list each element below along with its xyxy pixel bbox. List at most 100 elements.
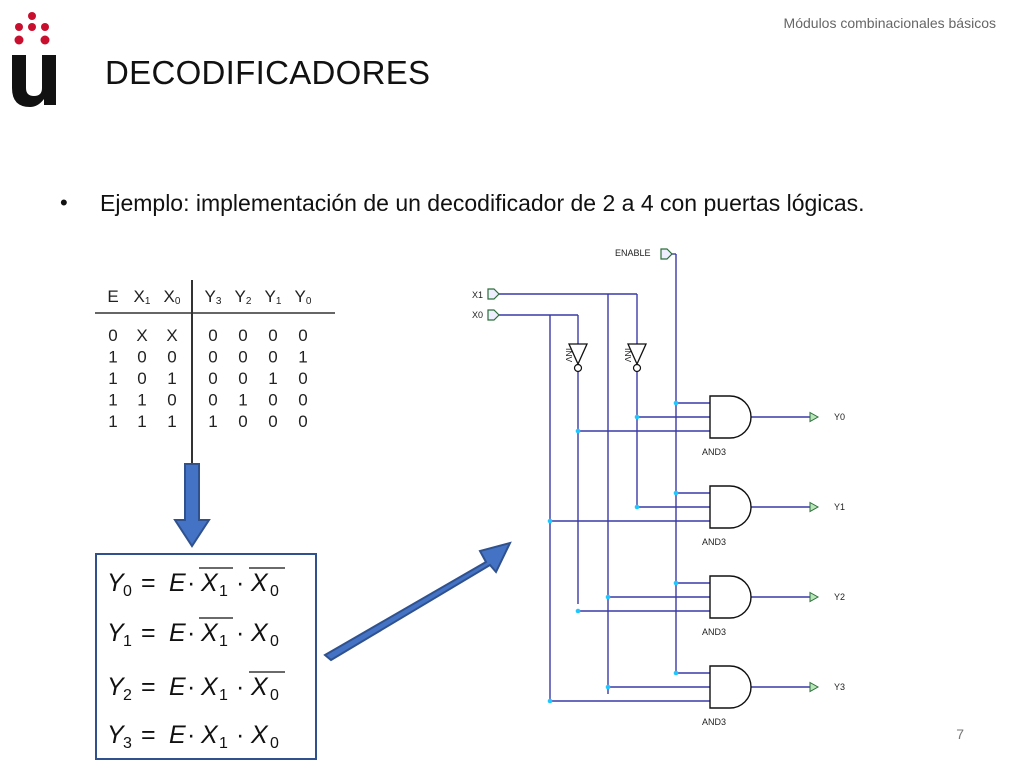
eq-x0-sub: 0 xyxy=(270,633,279,650)
junction-node xyxy=(547,518,553,524)
inverter-bubble xyxy=(632,363,642,373)
tt-head-x1: X1 xyxy=(134,287,151,307)
tt-cell: 0 xyxy=(298,412,307,431)
eq-x0-sub: 0 xyxy=(270,735,279,752)
junction-node xyxy=(634,504,640,510)
bullet-text: Ejemplo: implementación de un decodifica… xyxy=(100,190,865,216)
inverter-gate xyxy=(626,343,648,366)
eq-dot: · xyxy=(187,569,195,597)
tt-cell: 1 xyxy=(208,412,217,431)
eq-x1-sub: 1 xyxy=(219,735,228,752)
tt-cell: X xyxy=(166,326,177,345)
eq-dot: · xyxy=(187,673,195,701)
eq-x0: X xyxy=(250,619,269,647)
tt-cell: 0 xyxy=(238,326,247,345)
junction-node xyxy=(673,400,679,406)
x1-port xyxy=(487,288,500,300)
eq-x0-sub: 0 xyxy=(270,687,279,704)
tt-cell: 0 xyxy=(208,391,217,410)
tt-cell: 0 xyxy=(268,391,277,410)
eq-dot: · xyxy=(236,673,244,701)
inverter-label: INV xyxy=(564,348,574,363)
tt-cell: 1 xyxy=(167,412,176,431)
and3-gate xyxy=(709,485,752,529)
eq-enable: E xyxy=(169,721,186,749)
eq-x1: X xyxy=(200,673,219,701)
output-port xyxy=(809,501,820,513)
junction-node xyxy=(673,490,679,496)
tt-cell: 0 xyxy=(268,326,277,345)
tt-head-y0: Y0 xyxy=(295,287,312,307)
eq-lhs: Y xyxy=(107,569,126,597)
eq-lhs-sub: 0 xyxy=(123,583,132,600)
junction-node xyxy=(605,594,611,600)
eq-lhs: Y xyxy=(107,619,126,647)
down-arrow xyxy=(173,463,211,548)
enable-label: ENABLE xyxy=(615,248,651,258)
tt-cell: 1 xyxy=(167,369,176,388)
tt-cell: 0 xyxy=(238,369,247,388)
tt-cell: 0 xyxy=(208,369,217,388)
eq-x1: X xyxy=(200,619,219,647)
output-label: Y3 xyxy=(834,682,845,692)
eq-x1-sub: 1 xyxy=(219,687,228,704)
eq-enable: E xyxy=(169,569,186,597)
eq-x1: X xyxy=(200,721,219,749)
slide-header: Módulos combinacionales básicos xyxy=(783,15,996,31)
tt-cell: 0 xyxy=(167,391,176,410)
eq-x0: X xyxy=(250,673,269,701)
eq-x0: X xyxy=(250,721,269,749)
eq-sign: = xyxy=(141,619,156,647)
eq-sign: = xyxy=(141,569,156,597)
tt-cell: 0 xyxy=(298,326,307,345)
junction-node xyxy=(547,698,553,704)
tt-cell: 1 xyxy=(298,348,307,367)
inverter-label: INV xyxy=(623,348,633,363)
tt-cell: 0 xyxy=(167,348,176,367)
tt-cell: 1 xyxy=(137,412,146,431)
tt-head-y2: Y2 xyxy=(235,287,252,307)
tt-head-e: E xyxy=(107,287,118,306)
eq-x0: X xyxy=(250,569,269,597)
enable-port xyxy=(660,248,673,260)
bullet-marker: • xyxy=(60,190,68,215)
and3-gate xyxy=(709,665,752,709)
tt-cell: 1 xyxy=(108,391,117,410)
junction-node xyxy=(575,428,581,434)
x1-label: X1 xyxy=(472,290,483,300)
tt-head-x0: X0 xyxy=(164,287,181,307)
and3-gate xyxy=(709,575,752,619)
tt-cell: 1 xyxy=(137,391,146,410)
eq-x1: X xyxy=(200,569,219,597)
tt-cell: 1 xyxy=(268,369,277,388)
and3-gate xyxy=(709,395,752,439)
output-port xyxy=(809,681,820,693)
tt-cell: 0 xyxy=(268,412,277,431)
inverter-bubble xyxy=(573,363,583,373)
tt-cell: 0 xyxy=(108,326,117,345)
junction-node xyxy=(673,670,679,676)
and3-label: AND3 xyxy=(702,717,726,727)
junction-node xyxy=(673,580,679,586)
eq-sign: = xyxy=(141,673,156,701)
eq-dot: · xyxy=(236,619,244,647)
output-label: Y0 xyxy=(834,412,845,422)
junction-node xyxy=(605,684,611,690)
eq-dot: · xyxy=(187,721,195,749)
page-number: 7 xyxy=(956,726,964,742)
tt-cell: 1 xyxy=(108,369,117,388)
eq-lhs: Y xyxy=(107,673,126,701)
eq-lhs-sub: 1 xyxy=(123,633,132,650)
x0-port xyxy=(487,309,500,321)
output-port xyxy=(809,591,820,603)
tt-head-y1: Y1 xyxy=(265,287,282,307)
tt-cell: 0 xyxy=(268,348,277,367)
and3-label: AND3 xyxy=(702,537,726,547)
tt-cell: 0 xyxy=(137,369,146,388)
output-label: Y2 xyxy=(834,592,845,602)
eq-dot: · xyxy=(236,569,244,597)
